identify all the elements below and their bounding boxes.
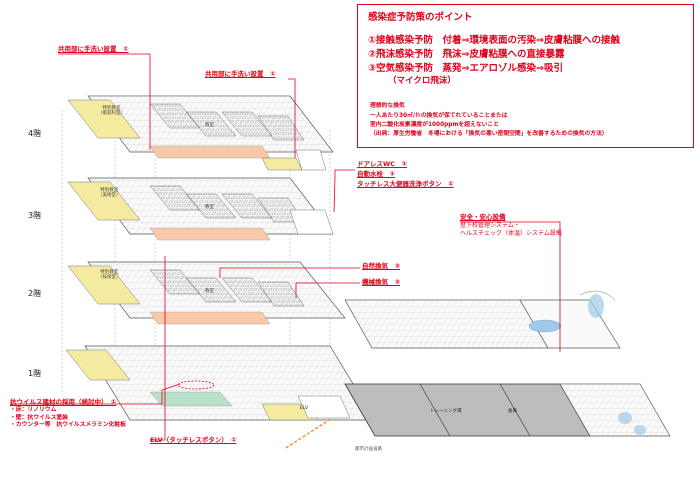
point-droplet: ②飛沫感染予防 飛沫⇒皮膚粘膜への直接暴露 <box>368 49 565 60</box>
vent-line-1: 一人あたり30㎥/ｈの換気が保てれていることまたは <box>370 113 508 119</box>
floor-3-plan <box>67 177 334 241</box>
room-special-3: 特別教室（美術室） <box>98 188 121 198</box>
callout-safety: 安全・安心設備 <box>460 213 506 221</box>
room-warehouse: 倉庫 <box>508 409 517 414</box>
callout-handwash-top: 共用部に手洗い設置 ① <box>58 45 129 53</box>
vent-title: 理想的な換気 <box>370 103 405 109</box>
point-airborne-micro: （マイクロ飛沫） <box>388 76 456 86</box>
callout-handwash-2: 共用部に手洗い設置 ① <box>205 70 276 78</box>
vent-line-2: 室内二酸化炭素濃度が1000ppmを超えないこと <box>370 122 500 128</box>
floor-label-4: 4階 <box>28 129 42 138</box>
room-classroom: 教室 <box>205 205 214 210</box>
room-special-4: 特別教室（家庭科室） <box>98 106 125 116</box>
callout-touchless-flush: タッチレス大便器洗浄ボタン ① <box>357 180 454 188</box>
floor-2-plan <box>67 261 621 349</box>
floor-label-2: 2階 <box>28 289 42 298</box>
point-airborne: ③空気感染予防 蒸発⇒エアロゾル感染⇒吸引 <box>368 63 563 74</box>
vent-line-3: （出典：厚生労働省 冬場における「換気の悪い密閉空間」を改善するための換気の方法… <box>370 131 608 137</box>
callout-mech-vent: 機械換気 ③ <box>362 278 401 286</box>
room-special-2: 特別教室（技術室） <box>98 270 121 280</box>
room-training: トレーニング場 <box>430 409 462 414</box>
callout-auto-faucet: 自動水栓 ① <box>357 170 396 178</box>
room-classroom: 教室 <box>205 289 214 294</box>
callout-natural-vent: 自然換気 ③ <box>362 262 401 270</box>
point-contact: ①接触感染予防 付着⇒環境表面の汚染⇒皮膚粘膜への接触 <box>368 35 620 46</box>
infection-prevention-points-box: 感染症予防策のポイント ①接触感染予防 付着⇒環境表面の汚染⇒皮膚粘膜への接触 … <box>357 4 694 148</box>
floor-4-plan <box>67 95 334 171</box>
callout-elv: ELV（タッチレスボタン） ① <box>150 436 237 444</box>
leader-lines <box>10 53 561 441</box>
callout-safety-detail: 登下校管理システム・ ヘルスチェック（体温）システム設備 <box>460 222 562 237</box>
road-label: 都市計画道路 <box>355 447 382 452</box>
callout-antiviral: 抗ウイルス建材の採用（検討中） ① <box>10 398 117 406</box>
floor-label-1: 1階 <box>28 369 42 378</box>
room-classroom: 教室 <box>205 123 214 128</box>
callout-antiviral-detail: ・床：リノリウム ・壁：抗ウイルス塗装 ・カウンター等 抗ウイルスメラミン化粧板 <box>10 407 126 428</box>
points-title: 感染症予防策のポイント <box>368 12 473 23</box>
room-elv-tag: ELV <box>300 406 308 411</box>
floor-label-3: 3階 <box>28 211 42 220</box>
floor-1-plan <box>65 345 671 449</box>
callout-doorless-wc: ドアレスWC ① <box>357 160 407 168</box>
